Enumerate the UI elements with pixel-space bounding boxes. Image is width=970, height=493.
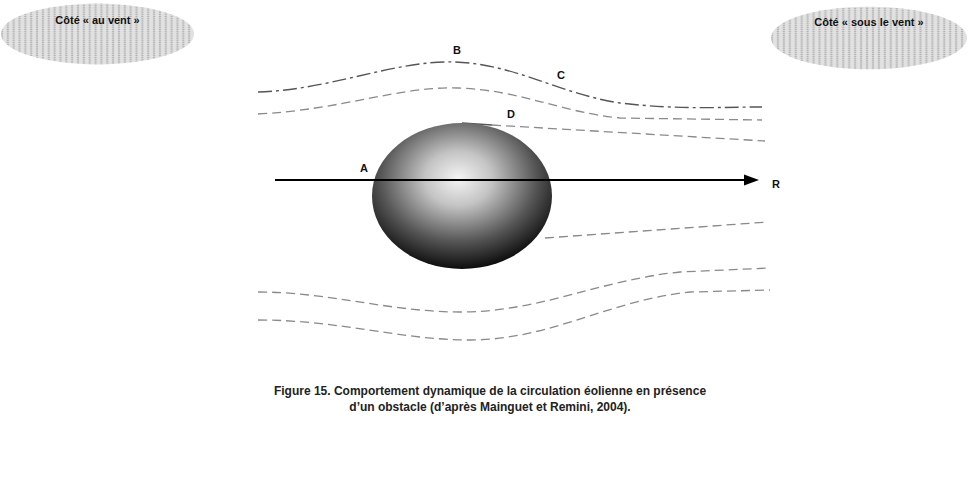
- point-letter: D: [505, 108, 517, 120]
- zone-label: Côté « au vent »: [55, 14, 139, 26]
- zone-label: Côté « sous le vent »: [814, 16, 923, 28]
- obstacle-sphere: [372, 123, 552, 269]
- point-letter: A: [358, 162, 370, 174]
- point-letter: C: [555, 69, 567, 81]
- leeward-zone: Côté « sous le vent »: [770, 6, 968, 70]
- arrow-head: [744, 175, 759, 186]
- stippled-ellipse: [770, 6, 968, 70]
- streamline: [258, 62, 762, 108]
- windward-zone: Côté « au vent »: [0, 3, 195, 65]
- stippled-ellipse-fill: [771, 7, 967, 70]
- streamline: [258, 268, 770, 312]
- stippled-ellipse-fill: [1, 4, 194, 65]
- streamline: [258, 88, 762, 120]
- stippled-ellipse: [0, 3, 195, 65]
- point-letter: B: [451, 44, 463, 56]
- point-letter: R: [770, 178, 782, 190]
- figure-caption: Figure 15. Comportement dynamique de la …: [265, 384, 715, 415]
- streamline: [492, 125, 765, 141]
- wind-direction-arrow: [275, 179, 748, 181]
- streamline: [258, 290, 770, 340]
- streamline: [545, 222, 768, 238]
